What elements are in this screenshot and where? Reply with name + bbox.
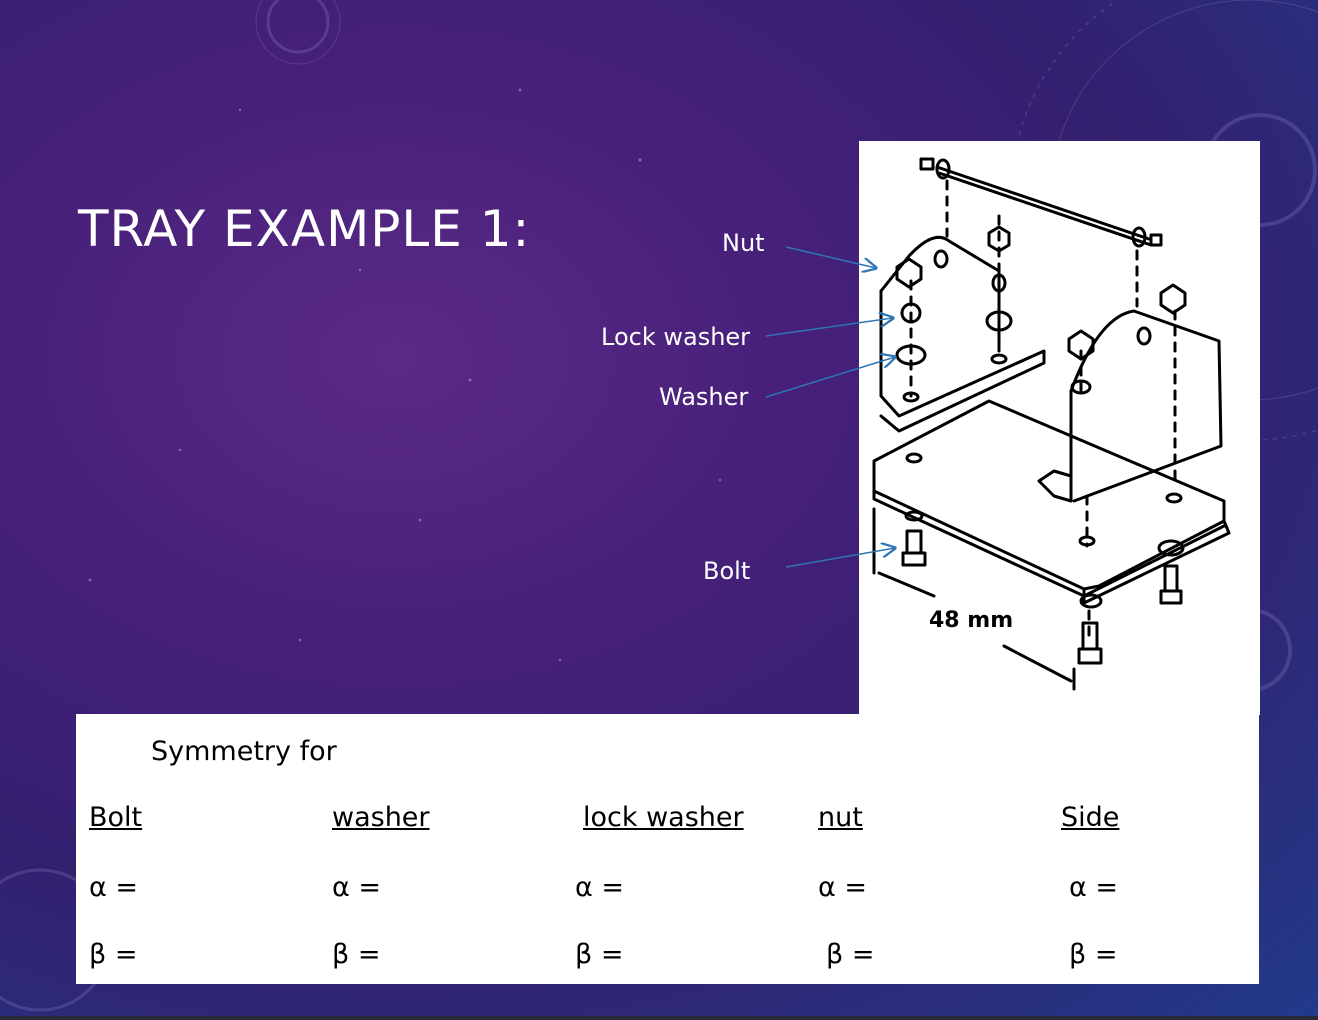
alpha-bolt: α = [89, 872, 139, 903]
symmetry-table: Symmetry for Bolt washer lock washer nut… [76, 714, 1259, 984]
right-bracket [1037, 309, 1223, 503]
beta-washer: β = [332, 939, 381, 970]
rod-end-left [935, 158, 951, 180]
callout-lock-washer: Lock washer [601, 323, 751, 351]
rod [935, 165, 1151, 241]
tray-assembly-drawing: 48 mm [872, 157, 1231, 691]
alpha-nut: α = [818, 872, 868, 903]
column-header-bolt: Bolt [89, 802, 143, 833]
bolt-left [901, 529, 927, 567]
beta-nut: β = [826, 939, 875, 970]
slide-title: TRAY EXAMPLE 1: [78, 199, 531, 258]
bolt-right [1159, 564, 1183, 605]
alpha-lock-washer: α = [575, 872, 625, 903]
assembly-figure: 48 mm [859, 141, 1260, 715]
beta-lock-washer: β = [575, 939, 624, 970]
callout-washer: Washer [659, 383, 749, 411]
rod-end-right [1131, 226, 1147, 248]
symmetry-heading: Symmetry for [151, 736, 337, 767]
alpha-side: α = [1069, 872, 1119, 903]
beta-side: β = [1069, 939, 1118, 970]
bottom-edge [0, 1016, 1318, 1020]
column-header-nut: nut [818, 802, 863, 833]
callout-bolt: Bolt [703, 557, 751, 585]
left-bracket [879, 235, 1046, 433]
column-header-side: Side [1061, 802, 1120, 833]
column-header-washer: washer [332, 802, 430, 833]
dimension-label: 48 mm [929, 608, 1013, 633]
alpha-washer: α = [332, 872, 382, 903]
column-header-lock-washer: lock washer [583, 802, 744, 833]
callout-nut: Nut [722, 229, 765, 257]
beta-bolt: β = [89, 939, 138, 970]
bolt-front [1077, 621, 1103, 665]
